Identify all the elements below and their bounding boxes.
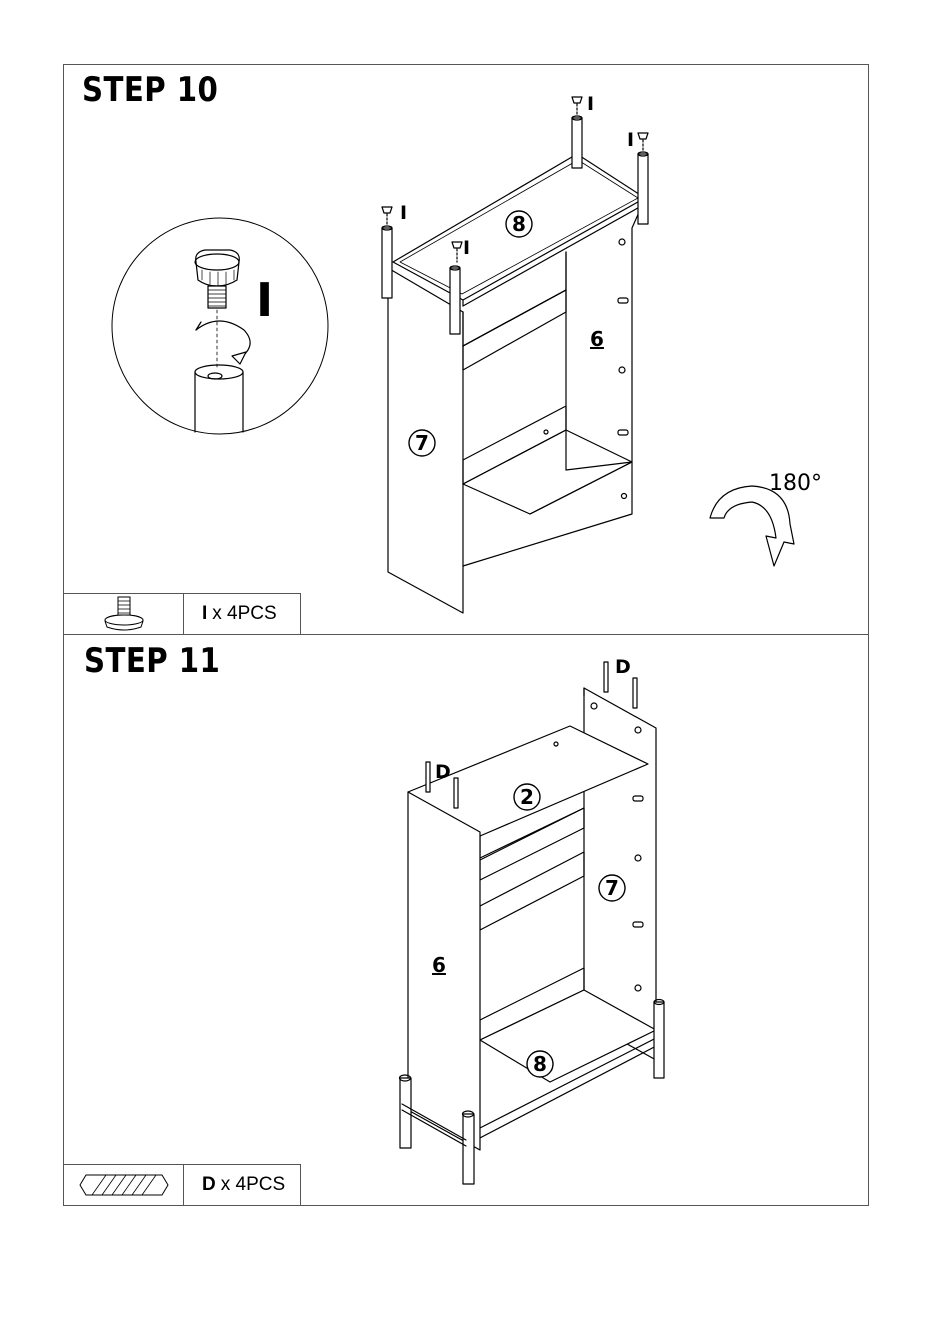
callout-I: I (400, 202, 407, 224)
part-quantity: x 4PCS (212, 603, 276, 625)
panel-number-8: 8 (533, 1052, 547, 1076)
callout-D: D (435, 761, 451, 783)
panel-number-7: 7 (415, 431, 429, 455)
rotation-label: 180° (769, 471, 822, 496)
part-quantity: x 4PCS (221, 1174, 285, 1196)
callout-D: D (615, 656, 631, 678)
rotate-arrow-icon (710, 486, 794, 566)
panel-number-6: 6 (432, 953, 446, 977)
panel-number-6: 6 (590, 327, 604, 351)
panel-number-8: 8 (512, 212, 526, 236)
callout-I: I (463, 237, 470, 259)
wooden-dowel-icon (64, 1165, 184, 1205)
leveling-foot-icon (64, 594, 184, 634)
cabinet-step10 (382, 97, 648, 613)
cabinet-step11 (400, 662, 665, 1184)
callout-I: I (627, 129, 634, 151)
detail-magnifier (112, 218, 328, 434)
callout-I: I (587, 93, 594, 115)
panel-number-2: 2 (520, 785, 534, 809)
part-letter-I: I (202, 603, 207, 625)
detail-label: I (256, 273, 273, 327)
part-letter-D: D (202, 1174, 216, 1196)
panel-number-7: 7 (605, 876, 619, 900)
